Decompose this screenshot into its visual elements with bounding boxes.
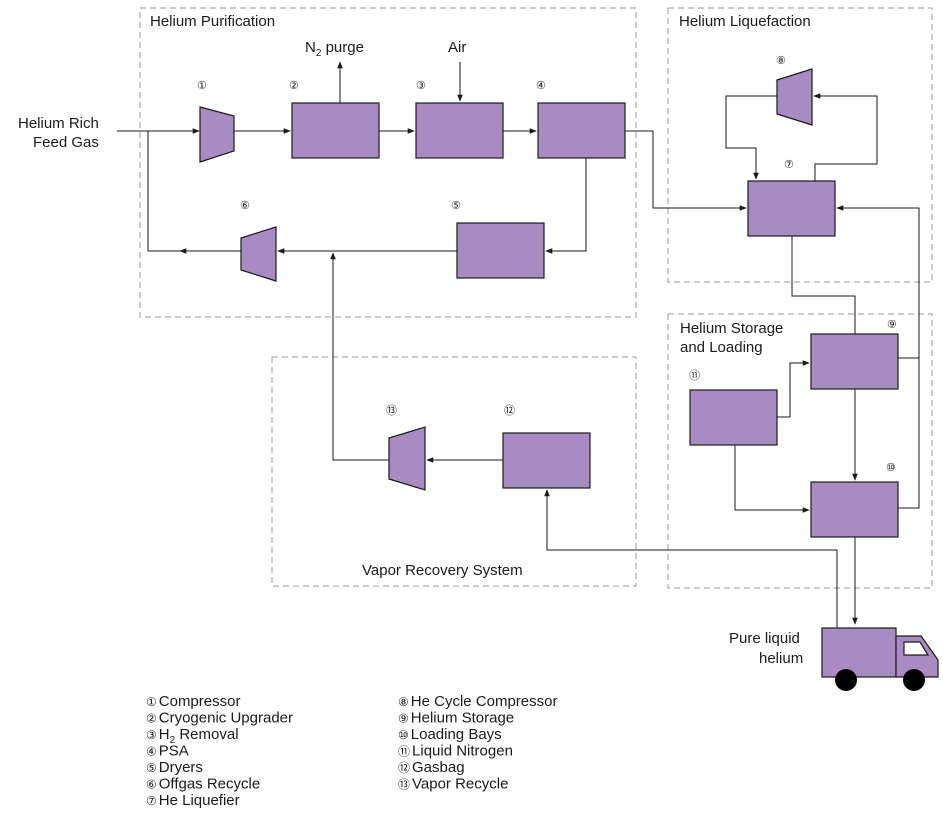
marker-9: ⑨ bbox=[887, 319, 897, 331]
region-helium-storage-loading bbox=[667, 313, 933, 589]
loading-bays-10 bbox=[810, 481, 899, 538]
gasbag-12 bbox=[502, 432, 591, 489]
compressor-1 bbox=[199, 106, 235, 163]
marker-11: ⑪ bbox=[689, 369, 700, 382]
marker-4: ④ bbox=[536, 80, 546, 92]
offgas-recycle-6 bbox=[240, 226, 277, 282]
region-helium-liquefaction bbox=[667, 7, 933, 283]
region-vapor-recovery bbox=[271, 356, 637, 587]
cryogenic-upgrader-2 bbox=[291, 102, 380, 159]
helium-storage-9 bbox=[810, 333, 899, 390]
psa-4 bbox=[537, 102, 626, 159]
flow-7-to-9 bbox=[791, 236, 856, 334]
flow-truck-to-12 bbox=[544, 489, 838, 632]
flow-11-to-10 bbox=[734, 445, 810, 513]
marker-10: ⑩ bbox=[886, 462, 896, 474]
region-title-purification: Helium Purification bbox=[150, 13, 275, 30]
marker-5: ⑤ bbox=[451, 200, 461, 212]
region-title-storage-1: Helium Storage bbox=[680, 320, 783, 337]
air-label: Air bbox=[448, 39, 466, 56]
marker-3: ③ bbox=[416, 80, 426, 92]
marker-7: ⑦ bbox=[784, 159, 794, 171]
liquid-nitrogen-11 bbox=[689, 389, 778, 446]
truck-icon bbox=[821, 627, 939, 691]
flow-11-to-9 bbox=[777, 360, 810, 418]
vapor-recycle-13 bbox=[388, 426, 426, 491]
region-title-vapor: Vapor Recovery System bbox=[362, 562, 523, 579]
flow-7-to-8 bbox=[813, 93, 878, 181]
marker-12: ⑫ bbox=[504, 404, 515, 417]
feed-gas-label-1: Helium Rich bbox=[18, 115, 99, 132]
marker-13: ⑬ bbox=[386, 404, 397, 417]
region-helium-purification bbox=[139, 7, 637, 318]
product-label-1: Pure liquid bbox=[729, 630, 800, 647]
he-liquefier-7 bbox=[747, 180, 836, 237]
he-cycle-compressor-8 bbox=[776, 68, 813, 126]
flow-13-to-recycle bbox=[330, 252, 389, 461]
marker-6: ⑥ bbox=[240, 200, 250, 212]
product-label-2: helium bbox=[759, 650, 803, 667]
feed-gas-label-2: Feed Gas bbox=[33, 134, 99, 151]
flow-4-to-7 bbox=[625, 130, 747, 211]
flow-8-to-7 bbox=[725, 95, 777, 180]
dryers-5 bbox=[456, 222, 545, 279]
marker-1: ① bbox=[197, 80, 207, 92]
flow-return-to-7 bbox=[836, 205, 920, 359]
h2-removal-3 bbox=[415, 102, 504, 159]
n2-purge-label: N2 purge bbox=[305, 39, 364, 59]
region-title-liquefaction: Helium Liquefaction bbox=[679, 13, 811, 30]
flow-10-return bbox=[898, 358, 920, 509]
region-title-storage-2: and Loading bbox=[680, 339, 763, 356]
marker-2: ② bbox=[289, 80, 299, 92]
flow-4-to-5 bbox=[545, 158, 587, 254]
marker-8: ⑧ bbox=[776, 55, 786, 67]
